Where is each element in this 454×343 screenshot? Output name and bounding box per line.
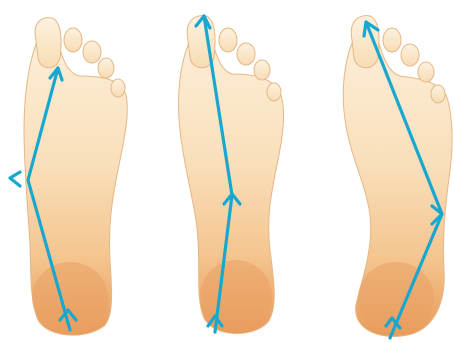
left-toe-5 xyxy=(111,79,125,97)
center-toe-2 xyxy=(219,28,237,52)
left-heel-pad xyxy=(32,262,108,334)
right-toe-5 xyxy=(431,85,445,103)
center-toe-4 xyxy=(254,60,270,80)
left-big-toe xyxy=(35,18,61,68)
center-toe-3 xyxy=(237,43,255,65)
left-foot xyxy=(10,18,127,336)
right-toe-3 xyxy=(401,44,419,66)
right-toe-4 xyxy=(418,62,434,82)
left-toe-3 xyxy=(83,41,101,63)
right-foot xyxy=(343,16,452,338)
right-toe-2 xyxy=(383,28,401,52)
center-toe-5 xyxy=(267,83,281,101)
left-arrow-side xyxy=(10,172,20,186)
left-toe-2 xyxy=(64,28,82,52)
left-toe-4 xyxy=(98,58,114,78)
center-foot xyxy=(179,16,284,334)
